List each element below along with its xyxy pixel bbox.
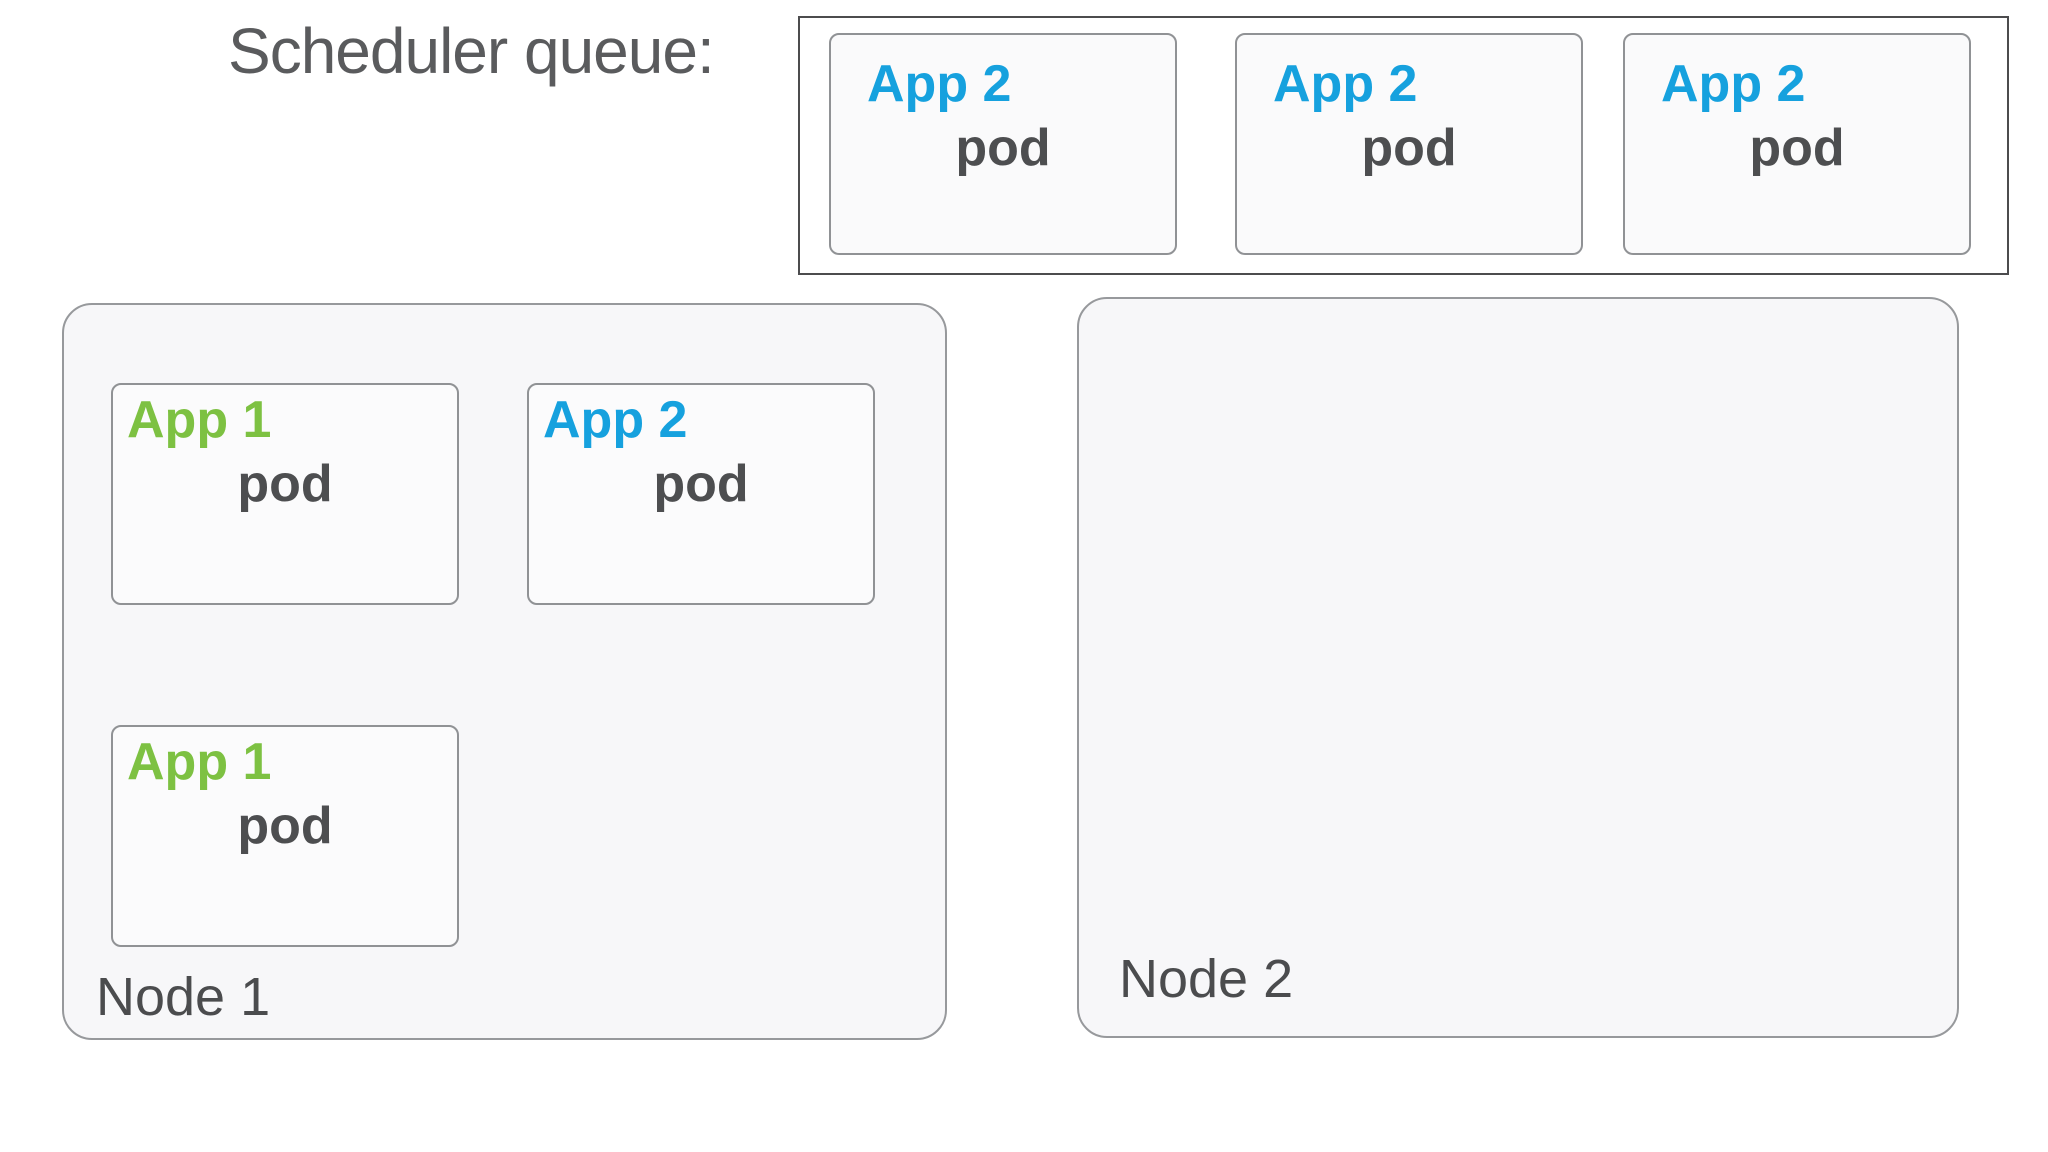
node-1-pod-2-app-label: App 2	[543, 391, 688, 449]
queue-pod-3-app-label: App 2	[1661, 55, 1806, 113]
queue-pod-2-app-label: App 2	[1273, 55, 1418, 113]
node-1-pod-1-app-label: App 1	[127, 391, 272, 449]
node-1-pod-3: App 1 pod	[111, 725, 459, 947]
queue-pod-1: App 2 pod	[829, 33, 1177, 255]
scheduler-queue-container: App 2 pod App 2 pod App 2 pod	[798, 16, 2009, 275]
queue-pod-1-app-label: App 2	[867, 55, 1012, 113]
node-1-container: App 1 pod App 2 pod App 1 pod Node 1	[62, 303, 947, 1040]
queue-pod-3: App 2 pod	[1623, 33, 1971, 255]
queue-pod-1-pod-label: pod	[955, 118, 1051, 177]
queue-pod-2: App 2 pod	[1235, 33, 1583, 255]
node-1-pod-1: App 1 pod	[111, 383, 459, 605]
node-1-pod-2-pod-label: pod	[653, 454, 749, 513]
node-2-label: Node 2	[1119, 949, 1294, 1009]
queue-pod-2-pod-label: pod	[1361, 118, 1457, 177]
node-2-container: Node 2	[1077, 297, 1959, 1038]
node-1-label: Node 1	[96, 967, 271, 1027]
queue-pod-3-pod-label: pod	[1749, 118, 1845, 177]
diagram-title: Scheduler queue:	[228, 15, 715, 87]
node-1-pod-3-pod-label: pod	[237, 796, 333, 855]
node-1-pod-2: App 2 pod	[527, 383, 875, 605]
node-1-pod-3-app-label: App 1	[127, 733, 272, 791]
node-1-pod-1-pod-label: pod	[237, 454, 333, 513]
